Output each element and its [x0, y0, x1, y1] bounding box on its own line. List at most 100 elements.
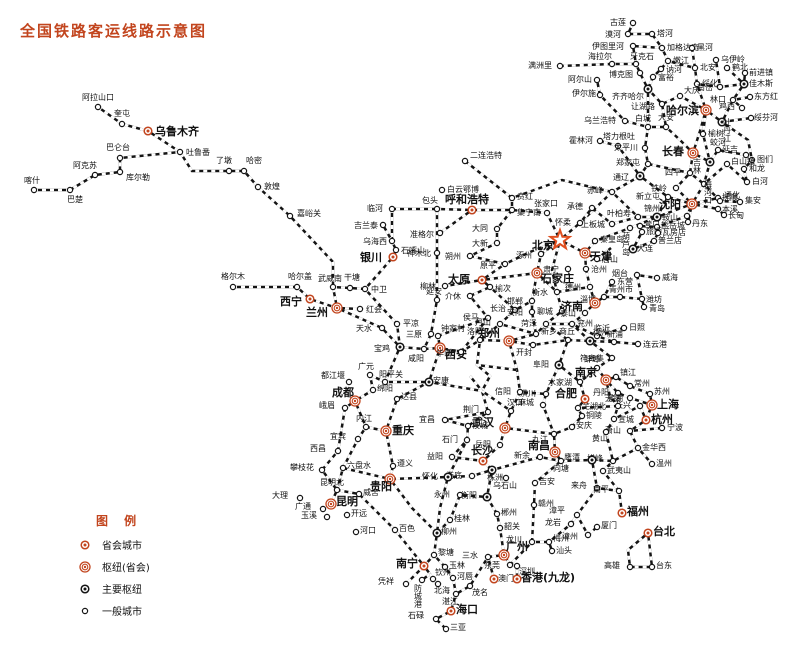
station-label: 银川 — [360, 250, 382, 264]
station-玉林: 玉林 — [441, 560, 465, 571]
station-荆门: 荆门 — [463, 404, 492, 416]
city-dot — [432, 615, 440, 623]
station-label: 汉口 — [507, 398, 523, 407]
city-dot — [484, 314, 492, 322]
station-鞍山: 鞍山 — [662, 212, 691, 222]
station-衡阳: 衡阳 — [461, 490, 492, 502]
station-label: 阳平关 — [379, 369, 403, 379]
station-都江堰: 都江堰 — [321, 370, 353, 386]
station-label: 阿尔山 — [568, 74, 592, 84]
city-dot — [574, 404, 582, 412]
station-原平: 原平 — [480, 260, 509, 270]
station-label: 原平 — [480, 261, 496, 270]
station-东营: 东营 — [608, 276, 633, 286]
station-来舟: 来舟 — [571, 480, 601, 492]
city-dot — [716, 197, 724, 205]
major-hub-dot-core — [720, 120, 724, 124]
station-label: 武威南 — [318, 273, 342, 283]
station-长沙: 长沙 — [471, 443, 493, 466]
station-玉溪: 玉溪 — [301, 510, 331, 521]
city-dot — [461, 157, 469, 165]
city-dot — [542, 390, 550, 398]
station-label: 唐山 — [602, 254, 618, 264]
city-dot — [638, 228, 646, 236]
station-label: 加格达奇 — [667, 42, 699, 52]
station-宁波: 宁波 — [658, 422, 683, 432]
city-dot — [529, 341, 537, 349]
station-label: 合肥 — [555, 386, 577, 400]
major-hub-dot-core — [655, 215, 659, 219]
major-hub-dot-core — [646, 87, 650, 91]
city-dot — [446, 516, 454, 524]
station-开封: 开封 — [516, 341, 537, 357]
city-dot — [608, 278, 616, 286]
city-dot — [641, 144, 649, 152]
station-label: 成都 — [332, 385, 354, 399]
city-dot — [636, 222, 644, 230]
city-dot — [433, 249, 441, 257]
capital-hub-ring — [689, 149, 697, 157]
station-label: 宣城 — [618, 414, 634, 424]
rail-line-hatch — [353, 400, 387, 433]
station-榆树: 榆树 — [699, 128, 724, 138]
city-dot — [501, 260, 509, 268]
city-dot — [356, 305, 364, 313]
city-dot — [116, 168, 124, 176]
station-武夷山: 武夷山 — [599, 465, 631, 475]
station-label: 宝鸡 — [374, 343, 390, 353]
city-dot — [508, 206, 516, 214]
station-label: 九江 — [532, 435, 548, 444]
station-label: 齐齐哈尔 — [612, 91, 644, 101]
city-dot — [738, 104, 746, 112]
station-label: 喀什 — [24, 175, 40, 185]
station-label: 岳阳 — [475, 439, 491, 449]
station-上海: 上海 — [646, 397, 679, 411]
station-label: 鹰潭 — [564, 452, 580, 462]
station-中卫: 中卫 — [361, 284, 387, 294]
city-dot — [528, 308, 536, 316]
station-济南: 济南 — [561, 297, 601, 313]
city-dot — [616, 293, 624, 301]
station-label: 上海 — [657, 397, 679, 411]
rail-line-hatch — [626, 22, 664, 49]
city-dot — [629, 42, 637, 50]
station-怀化: 怀化 — [422, 471, 453, 482]
capital-hub-core — [704, 108, 708, 112]
rail-line-hatch — [577, 404, 619, 410]
station-宜宾: 宜宾 — [330, 431, 362, 443]
city-dot — [688, 44, 696, 52]
station-label: 林口 — [710, 94, 726, 104]
station-临河: 临河 — [367, 203, 396, 213]
station-label: 北安 — [700, 62, 716, 72]
station-label: 芜湖 — [607, 393, 623, 403]
station-西宁: 西宁 — [280, 294, 315, 308]
station-label: 集安 — [745, 195, 761, 205]
rail-line-hatch — [656, 202, 693, 219]
station-朔州: 朔州 — [445, 251, 474, 261]
station-label: 巴楚 — [67, 194, 83, 204]
station-label: 攀枝花 — [290, 462, 314, 472]
station-绥化: 绥化 — [693, 78, 718, 88]
station-label: 澳门 — [498, 573, 514, 583]
capital-hub-core — [353, 399, 357, 403]
rail-line-hatch — [604, 379, 619, 407]
station-label: 漳平 — [549, 505, 565, 515]
rail-line-hatch — [389, 478, 438, 534]
station-白城: 白城 — [635, 113, 652, 131]
station-鸡西: 鸡西 — [719, 101, 746, 112]
city-dot — [742, 151, 750, 159]
station-label: 桂林 — [454, 513, 470, 523]
city-dot — [466, 252, 474, 260]
city-dot — [528, 538, 536, 546]
rail-line-hatch — [514, 299, 533, 312]
city-dot — [664, 193, 672, 201]
city-dot — [741, 69, 749, 77]
city-dot — [653, 223, 661, 231]
station-霍林河: 霍林河 — [569, 135, 604, 145]
station-丹阳: 丹阳 — [593, 388, 622, 397]
capital-hub-core — [335, 306, 339, 310]
station-label: 榆树 — [708, 128, 724, 138]
capital-dot-core — [492, 577, 496, 581]
station-label: 绥化 — [702, 78, 718, 88]
